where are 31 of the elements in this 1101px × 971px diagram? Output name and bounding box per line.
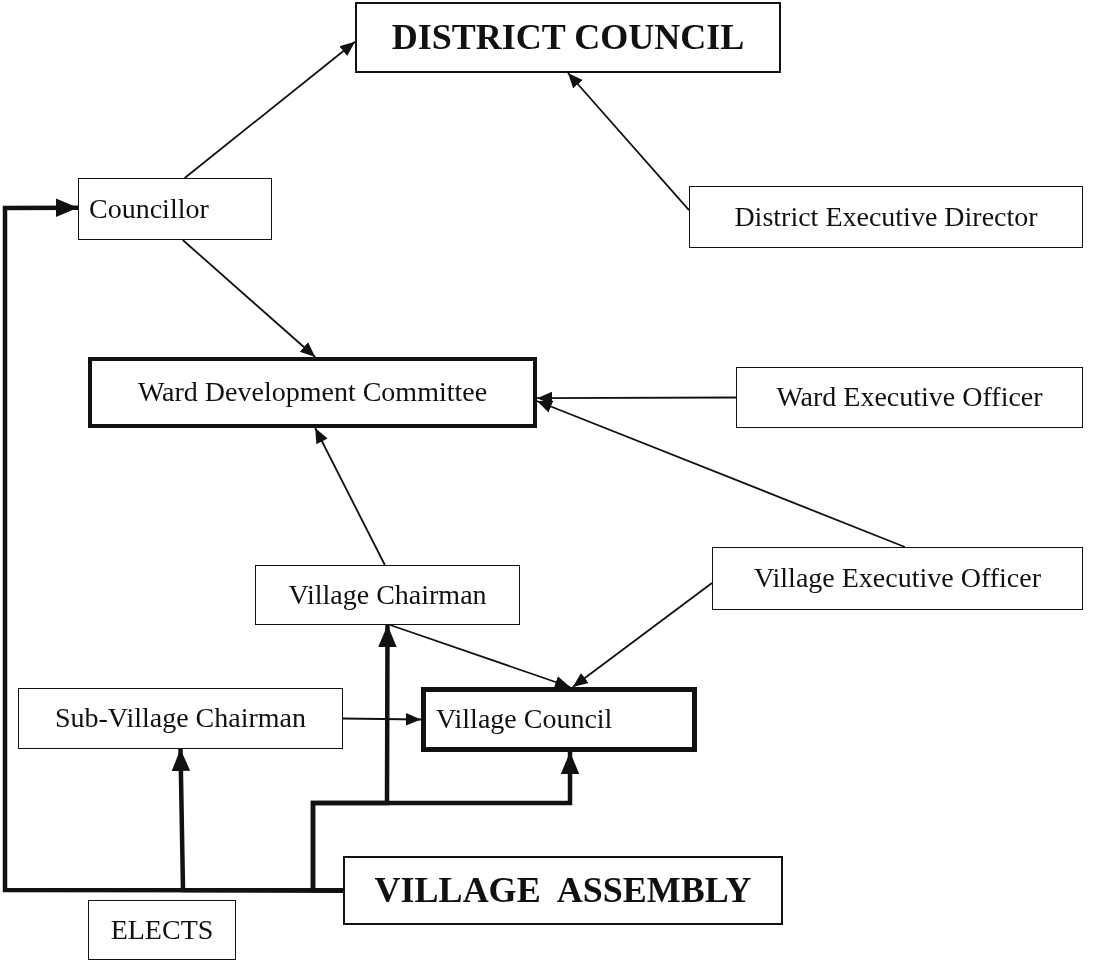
box-text: ELECTS <box>110 914 214 946</box>
arrow <box>181 239 317 358</box>
box-text: Village Chairman <box>288 579 487 611</box>
label-box <box>88 357 537 428</box>
box-text: Village Executive Officer <box>754 563 1041 594</box>
label-box <box>689 186 1083 248</box>
label-box <box>18 688 343 749</box>
arrow <box>314 427 386 566</box>
label-box <box>712 547 1083 610</box>
arrow <box>571 582 713 688</box>
box-text: Councillor <box>89 193 209 225</box>
arrow <box>567 72 690 212</box>
label-box <box>421 687 697 752</box>
arrow <box>183 40 356 179</box>
label-box <box>343 856 783 925</box>
label-box <box>78 178 272 240</box>
box-text: District Executive Director <box>734 201 1038 233</box>
arrow <box>536 400 906 548</box>
label-box <box>88 900 236 960</box>
arrow <box>310 752 580 893</box>
label-box <box>255 565 520 625</box>
box-text: VILLAGE ASSEMBLY <box>374 870 752 911</box>
box-text: Sub-Village Chairman <box>54 703 306 734</box>
label-box <box>355 2 781 73</box>
box-text: Ward Executive Officer <box>776 382 1043 413</box>
arrow <box>389 624 571 689</box>
label-box <box>736 367 1083 428</box>
box-text: Village Council <box>436 704 613 735</box>
box-text: Ward Development Committee <box>137 377 488 408</box>
arrow <box>342 713 422 726</box>
box-text: DISTRICT COUNCIL <box>391 17 745 58</box>
